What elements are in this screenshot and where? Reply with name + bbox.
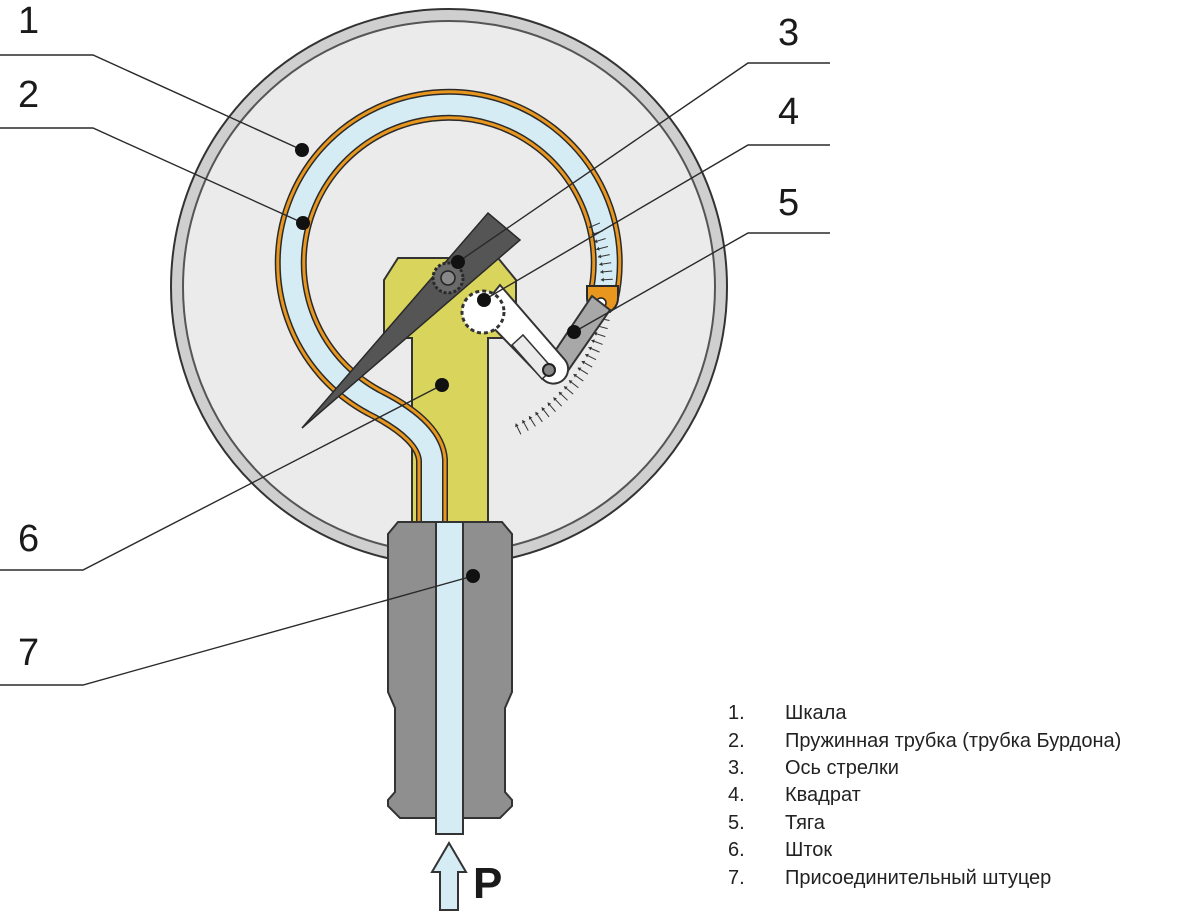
pressure-label: P	[473, 859, 502, 908]
callout-number-2: 2	[18, 74, 39, 116]
pointer-needle	[301, 211, 522, 429]
pressure-arrow-head	[547, 402, 552, 407]
pressure-arrow-head	[541, 407, 546, 412]
pressure-arrow-head	[564, 386, 568, 390]
pressure-arrow-icon	[430, 841, 468, 911]
legend-text: Ось стрелки	[785, 756, 899, 779]
legend-text: Квадрат	[785, 784, 861, 807]
fitting-channel	[435, 521, 464, 835]
legend-item: 2. Пружинная трубка (трубка Бурдона)	[728, 727, 1198, 754]
legend-item: 7. Присоединительный штуцер	[728, 864, 1198, 891]
pressure-arrow-head	[558, 392, 563, 396]
legend-number: 4.	[728, 784, 745, 807]
legend-item: 3. Ось стрелки	[728, 755, 1198, 782]
legend-text: Шток	[785, 839, 833, 862]
pressure-arrow-head	[581, 360, 586, 365]
pressure-arrow-head	[568, 380, 573, 384]
callout-dots	[295, 143, 581, 583]
legend-number: 5.	[728, 811, 745, 834]
callout-lines	[0, 54, 830, 686]
pressure-arrow-head	[600, 269, 604, 274]
legend-text: Шкала	[785, 702, 847, 725]
callout-number-7: 7	[18, 632, 39, 674]
legend-text: Пружинная трубка (трубка Бурдона)	[785, 729, 1122, 752]
legend-number: 2.	[728, 729, 745, 752]
pressure-arrow-head	[588, 346, 593, 351]
pressure-arrow-head	[535, 411, 539, 416]
sector-gear	[460, 289, 506, 335]
sector-pin	[542, 363, 556, 377]
callout-number-1: 1	[18, 0, 39, 42]
legend-number: 7.	[728, 866, 745, 889]
pressure-arrow-head	[528, 416, 533, 420]
pressure-arrow-head	[599, 262, 603, 267]
legend-number: 1.	[728, 702, 745, 725]
legend-text: Тяга	[785, 811, 825, 834]
bourdon-tube-channel	[280, 94, 617, 525]
legend-item: 6. Шток	[728, 837, 1198, 864]
pressure-arrow-head	[600, 277, 604, 282]
callout-number-6: 6	[18, 518, 39, 560]
pressure-arrow-head	[591, 339, 595, 344]
pressure-arrow-head	[515, 423, 519, 428]
pressure-arrow-head	[594, 239, 598, 244]
callout-number-4: 4	[778, 91, 799, 133]
callout-number-3: 3	[778, 12, 799, 54]
pressure-arrow-head	[598, 254, 602, 259]
pressure-arrow-head	[596, 246, 600, 251]
legend: 1. Шкала 2. Пружинная трубка (трубка Бурдо…	[728, 700, 1198, 892]
legend-item: 5. Тяга	[728, 810, 1198, 837]
pressure-arrow-head	[588, 224, 593, 229]
pressure-arrow-head	[573, 374, 578, 378]
callout-number-5: 5	[778, 182, 799, 224]
pressure-arrow-head	[553, 397, 557, 401]
pointer-axis	[440, 270, 456, 286]
legend-text: Присоединительный штуцер	[785, 866, 1052, 889]
legend-item: 4. Квадрат	[728, 782, 1198, 809]
legend-number: 3.	[728, 756, 745, 779]
pressure-arrow-head	[577, 367, 582, 372]
pressure-arrow-head	[585, 353, 589, 358]
legend-number: 6.	[728, 839, 745, 862]
legend-item: 1. Шкала	[728, 700, 1198, 727]
pressure-arrow-head	[522, 420, 526, 424]
